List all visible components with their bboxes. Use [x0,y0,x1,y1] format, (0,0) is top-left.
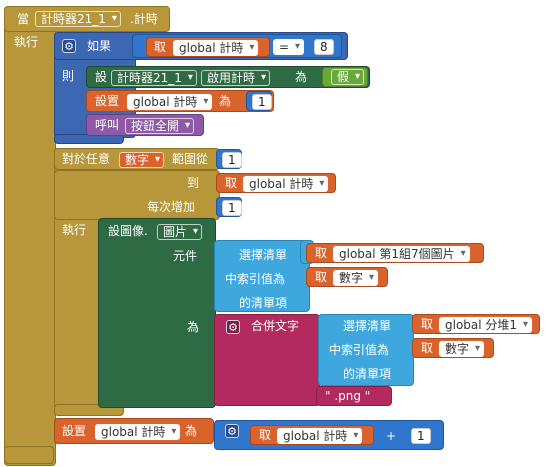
set-image-to-label: 為 [187,320,200,334]
select2-l3: 的清單項 [343,367,392,381]
set-var2-to-label: 為 [185,424,198,438]
set-image-property-dropdown[interactable]: 圖片 [157,224,203,240]
select1-l2: 中索引值為 [225,272,286,286]
select2-index-get-label: 取 [421,341,434,355]
math-add-op: + [386,429,397,443]
for-label: 對於任意 [62,152,111,166]
select-list-block-1[interactable]: 選擇清單 中索引值為 的清單項 [214,240,310,312]
event-when-label: 當 [17,12,30,26]
for-range-to-row: 到 每次增加 [54,170,220,220]
set-var-block-1[interactable]: 設置 global 計時 為 [86,90,274,112]
join-text-literal[interactable]: " .png " [325,389,371,403]
get-var-block-1[interactable]: 取 global 計時 [146,37,270,57]
logic-false-block[interactable]: 假 [322,67,368,87]
event-footer [4,446,54,464]
set-var1-label: 設置 [95,94,120,108]
if-label: 如果 [87,39,112,53]
call-procedure-block[interactable]: 呼叫 按鈕全開 [86,114,204,136]
select1-l1: 選擇清單 [239,248,288,262]
then-label: 則 [62,69,75,83]
gear-icon[interactable]: ⚙ [225,424,239,438]
set-var-block-2[interactable]: 設置 global 計時 為 [54,418,214,444]
compare-value-field[interactable]: 8 [314,39,334,55]
for-step-label: 每次增加 [147,200,196,214]
set-image-block[interactable]: 設圖像. 圖片 元件 為 [98,218,216,408]
set-var2-get-dropdown[interactable]: global 計時 [277,428,363,444]
for-to-var-dropdown[interactable]: global 計時 [243,176,329,192]
event-header[interactable]: 當 計時器21_1 .計時 [4,6,170,32]
for-range-header[interactable]: 對於任意 數字 範圍從 [54,148,220,170]
select2-l2: 中索引值為 [329,343,390,357]
select2-index-get-block[interactable]: 取 數字 [412,338,494,358]
event-do-label: 執行 [14,35,39,49]
set-property-block[interactable]: 設 計時器21_1 啟用計時 為 [86,66,370,88]
set-prop-property-dropdown[interactable]: 啟用計時 [201,70,271,86]
select2-get-label: 取 [421,317,434,331]
set-prop-label: 設 [95,70,108,84]
logic-value-dropdown[interactable]: 假 [331,69,365,85]
set-var2-dropdown[interactable]: global 計時 [95,424,181,440]
set-var1-value-field[interactable]: 1 [252,94,272,110]
set-var2-label: 設置 [62,424,87,438]
select1-list-get-block[interactable]: 取 global 第1組7個圖片 [306,243,484,263]
gear-icon[interactable]: ⚙ [62,39,76,53]
call-label: 呼叫 [95,118,120,132]
for-from-label: 範圍從 [172,152,209,166]
select-list-block-2[interactable]: 選擇清單 中索引值為 的清單項 [318,314,414,386]
var-dropdown-1[interactable]: global 計時 [173,40,259,56]
select1-index-get-label: 取 [315,270,328,284]
for-from-number-block[interactable]: 1 [216,149,242,169]
join-label: 合併文字 [251,319,300,333]
event-block-timer[interactable] [4,6,56,466]
select1-list-dropdown[interactable]: global 第1組7個圖片 [333,246,470,262]
set-var2-value-field[interactable]: 1 [411,428,431,444]
set-image-component-label: 元件 [173,249,198,263]
set-image-label: 設圖像. [108,224,148,238]
number-block-1[interactable]: 1 [246,91,272,111]
call-procedure-dropdown[interactable]: 按鈕全開 [125,118,195,134]
for-var-dropdown[interactable]: 數字 [119,152,165,168]
select1-index-dropdown[interactable]: 數字 [333,270,379,286]
for-do-label: 執行 [62,223,87,237]
for-step-number-block[interactable]: 1 [216,197,242,217]
select1-l3: 的清單項 [239,296,288,310]
select2-index-dropdown[interactable]: 數字 [439,341,485,357]
for-to-label: 到 [187,176,200,190]
set-var1-dropdown[interactable]: global 計時 [127,94,213,110]
select2-list-get-block[interactable]: 取 global 分堆1 [412,314,540,334]
get-label: 取 [154,40,167,54]
for-from-value-field[interactable]: 1 [222,152,242,168]
event-name-label: .計時 [130,12,158,26]
set-var2-get-block[interactable]: 取 global 計時 [250,425,374,445]
gear-icon[interactable]: ⚙ [226,320,240,334]
set-var2-get-label: 取 [259,428,272,442]
select2-list-dropdown[interactable]: global 分堆1 [439,317,533,333]
compare-operator-dropdown[interactable]: = [273,39,305,55]
select2-l1: 選擇清單 [343,319,392,333]
for-to-get-label: 取 [225,176,238,190]
event-component-dropdown[interactable]: 計時器21_1 [35,11,121,27]
for-to-get-block[interactable]: 取 global 計時 [216,173,336,193]
select1-get-label: 取 [315,246,328,260]
set-prop-to-label: 為 [295,70,308,84]
join-text-block[interactable]: ⚙ 合併文字 [214,314,320,406]
set-var1-to-label: 為 [219,94,232,108]
select1-index-get-block[interactable]: 取 數字 [306,267,388,287]
join-text-literal-block[interactable]: " .png " [316,386,392,406]
for-step-value-field[interactable]: 1 [222,200,242,216]
set-prop-component-dropdown[interactable]: 計時器21_1 [111,70,197,86]
